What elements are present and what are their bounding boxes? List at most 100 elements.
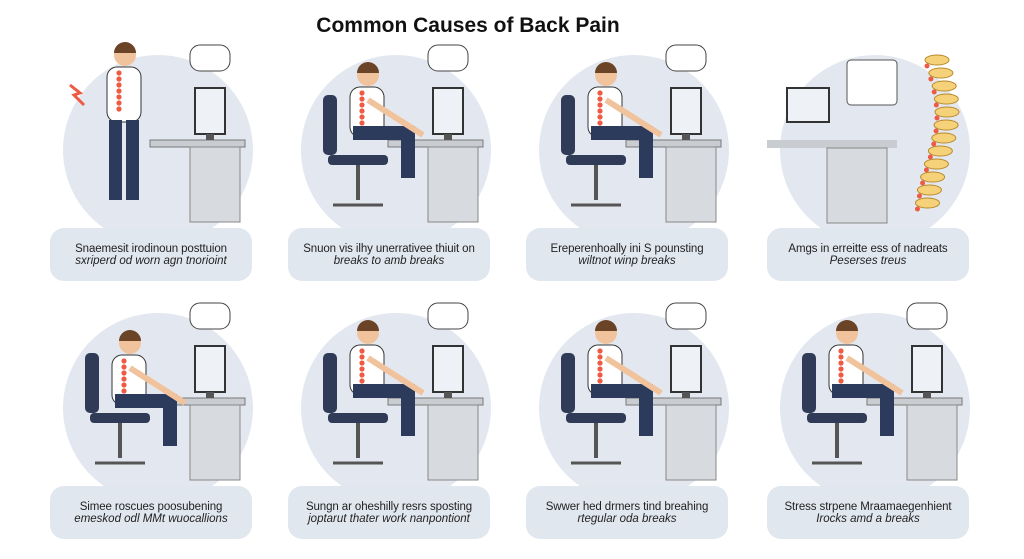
spine-pain-dot xyxy=(359,102,365,108)
cause-caption: Swwer hed drmers tind breahing rtegular … xyxy=(526,486,728,539)
desk-cabinet xyxy=(665,404,717,481)
leg xyxy=(126,120,139,200)
caption-line-2: rtegular oda breaks xyxy=(577,512,677,525)
chair-seat xyxy=(328,155,388,165)
spine-pain-dot xyxy=(359,378,365,384)
caption-line-1: Simee roscues poosubening xyxy=(79,500,223,513)
monitor-stand xyxy=(444,392,452,398)
spine-pain-dot xyxy=(359,96,365,102)
monitor xyxy=(670,345,702,393)
caption-line-1: Ereperenhoally ini S pounsting xyxy=(550,242,704,255)
spine-pain-dot xyxy=(116,82,122,88)
vertebra xyxy=(931,80,957,92)
vertebra xyxy=(928,67,954,79)
hair xyxy=(595,62,617,73)
vertebra xyxy=(934,106,960,118)
hair xyxy=(119,330,141,341)
cause-caption: Simee roscues poosubening emeskod odl MM… xyxy=(50,486,252,539)
pain-dot xyxy=(931,141,937,147)
spine-pain-dot xyxy=(359,366,365,372)
cause-panel: Amgs in erreitte ess of nadreats Peserse… xyxy=(757,40,997,290)
caption-line-1: Sungn ar oheshilly resrs sposting xyxy=(305,500,473,513)
caption-line-1: Swwer hed drmers tind breahing xyxy=(545,500,709,513)
arm xyxy=(128,365,187,406)
spine-pain-dot xyxy=(597,366,603,372)
cause-caption: Sungn ar oheshilly resrs sposting joptar… xyxy=(288,486,490,539)
legs xyxy=(832,384,894,436)
spine-pain-dot xyxy=(597,102,603,108)
spine-pain-dot xyxy=(359,354,365,360)
spine-pain-dot xyxy=(359,348,365,354)
hair xyxy=(114,42,136,53)
chair-seat xyxy=(90,413,150,423)
panel-illustration xyxy=(301,44,491,240)
chair-back xyxy=(802,353,816,413)
chair-seat xyxy=(566,413,626,423)
vertebra xyxy=(933,119,959,131)
legs xyxy=(353,384,415,436)
chair-seat xyxy=(566,155,626,165)
hair xyxy=(595,320,617,331)
monitor-stand xyxy=(923,392,931,398)
panel-illustration xyxy=(539,44,729,240)
panel-illustration xyxy=(63,42,253,240)
monitor xyxy=(194,345,226,393)
arm xyxy=(604,355,663,396)
cause-caption: Snuon vis ilhy unerrativee thiuit on bre… xyxy=(288,228,490,281)
cause-panel: Ereperenhoally ini S pounsting wiltnot w… xyxy=(516,40,756,290)
spine-pain-dot xyxy=(838,372,844,378)
spine-pain-dot xyxy=(116,76,122,82)
caption-line-2: emeskod odl MMt wuocallions xyxy=(74,512,228,525)
pain-dot xyxy=(920,180,926,186)
chair-seat xyxy=(807,413,867,423)
vertebra xyxy=(927,145,953,157)
spine-pain-dot xyxy=(116,94,122,100)
spine-pain-dot xyxy=(597,360,603,366)
monitor xyxy=(911,345,943,393)
pain-dot xyxy=(931,89,937,95)
pain-dot xyxy=(933,128,939,134)
spine-pain-dot xyxy=(359,108,365,114)
panel-illustration xyxy=(767,54,970,240)
pain-dot xyxy=(923,167,929,173)
chair-seat xyxy=(328,413,388,423)
page-title: Common Causes of Back Pain xyxy=(316,14,620,37)
pain-dot xyxy=(914,206,920,212)
panel-illustration xyxy=(63,302,253,498)
spine-pain-dot xyxy=(597,90,603,96)
caption-line-2: joptarut thater work nanpontiont xyxy=(308,512,470,525)
leg xyxy=(109,120,122,200)
pain-dot xyxy=(927,154,933,160)
spine-pain-dot xyxy=(359,372,365,378)
monitor-stand xyxy=(206,134,214,140)
cause-caption: Snaemesit irodinoun posttuion sxriperd o… xyxy=(50,228,252,281)
chair-back xyxy=(323,95,337,155)
desk-cabinet xyxy=(665,146,717,223)
spine-pain-dot xyxy=(838,366,844,372)
vertebra xyxy=(920,171,946,183)
spine-pain-dot xyxy=(359,360,365,366)
pain-dot xyxy=(933,102,939,108)
spine-pain-dot xyxy=(838,360,844,366)
pain-dot xyxy=(916,193,922,199)
thought-bubble xyxy=(665,44,707,72)
thought-bubble xyxy=(906,302,948,330)
monitor xyxy=(194,87,226,135)
spine-pain-dot xyxy=(121,382,127,388)
caption-line-2: sxriperd od worn agn tnorioint xyxy=(75,254,227,267)
vertebra xyxy=(924,54,950,66)
spine-pain-dot xyxy=(116,88,122,94)
desk-drawers xyxy=(826,147,888,224)
arm xyxy=(366,97,425,138)
cause-caption: Ereperenhoally ini S pounsting wiltnot w… xyxy=(526,228,728,281)
cause-panel: Simee roscues poosubening emeskod odl MM… xyxy=(40,298,280,548)
spine-pain-dot xyxy=(597,378,603,384)
chair-back xyxy=(85,353,99,413)
checklist xyxy=(846,59,898,106)
monitor xyxy=(432,87,464,135)
desk-cabinet xyxy=(427,146,479,223)
arm xyxy=(604,97,663,138)
spine-pain-dot xyxy=(838,378,844,384)
monitor-stand xyxy=(682,392,690,398)
chair-back xyxy=(561,353,575,413)
